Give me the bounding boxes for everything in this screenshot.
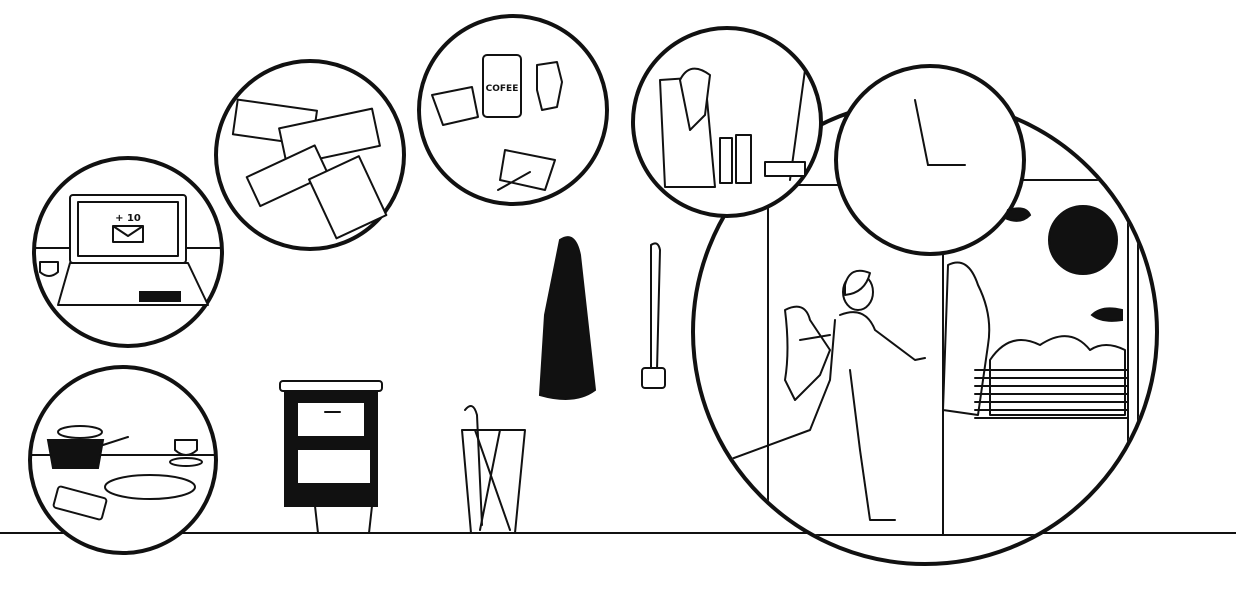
phone-icon — [52, 485, 108, 521]
coffee-jar — [482, 54, 522, 118]
bushes — [989, 335, 1126, 416]
laptop-screen — [69, 194, 187, 264]
teacup — [174, 439, 198, 456]
dog — [784, 305, 831, 401]
drawer — [296, 448, 372, 485]
egg-carton — [431, 86, 479, 126]
cleaning-vignette — [631, 26, 823, 218]
coffee-jar-label: COFEE — [486, 84, 519, 94]
breakfast-vignette — [28, 365, 218, 555]
groceries-vignette: COFEE — [417, 14, 609, 206]
nightstand — [279, 380, 383, 534]
milk-carton — [536, 61, 563, 111]
cloud — [1090, 307, 1123, 322]
plate — [104, 474, 196, 500]
envelope — [245, 144, 330, 208]
spray-bottle — [719, 137, 733, 184]
hanging-coat — [538, 236, 597, 400]
letter-paper — [308, 155, 388, 240]
drawer — [296, 401, 366, 438]
fence-lines — [974, 369, 1129, 419]
umbrella-stand — [461, 405, 526, 534]
sock — [679, 67, 711, 131]
laptop-vignette: + 10 — [32, 156, 224, 348]
envelope-icon — [112, 225, 144, 243]
sun — [1048, 205, 1118, 275]
clock-minute-hand — [914, 99, 929, 166]
laptop-badge-text: + 10 — [115, 213, 141, 224]
running-woman-with-dog — [699, 269, 926, 521]
laptop-keyboard — [57, 262, 209, 306]
clock — [834, 64, 1032, 256]
coffee-cup-icon — [39, 261, 59, 277]
teapot — [46, 439, 105, 469]
pencil — [497, 171, 531, 191]
mail-vignette — [214, 59, 406, 251]
brush — [764, 161, 806, 177]
hanging-bag — [641, 242, 666, 389]
tree — [942, 261, 991, 416]
detergent-bottle — [735, 134, 752, 184]
doorway-scene — [691, 98, 1159, 566]
